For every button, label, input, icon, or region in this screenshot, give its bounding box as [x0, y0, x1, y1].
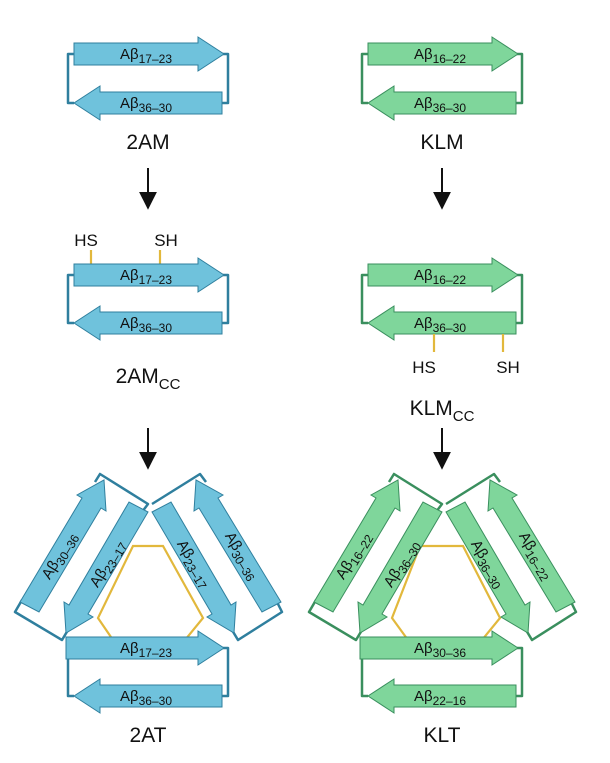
compound-label: KLMCC	[410, 397, 475, 425]
hairpin-loop	[13, 599, 70, 642]
hairpin-loop	[307, 599, 364, 642]
strand-prefix: Aβ	[414, 46, 433, 63]
compound-label: KLT	[424, 724, 461, 747]
strand-residues: 17–23	[139, 646, 173, 660]
compound-label-main: KLM	[410, 397, 453, 420]
hairpin-loop	[230, 599, 284, 642]
macrocycle-2amcc: Aβ17–23 Aβ36–30 HS SH	[66, 231, 230, 341]
strand-prefix: Aβ	[120, 95, 139, 112]
hairpin-loop	[524, 599, 578, 642]
strand-prefix: Aβ	[414, 640, 433, 657]
strand-prefix: Aβ	[120, 688, 139, 705]
beta-strand-arrow	[487, 479, 576, 613]
beta-strand-arrow	[313, 479, 401, 613]
beta-strand-arrow	[73, 305, 223, 341]
compound-label-subscript: CC	[453, 408, 475, 425]
hairpin-loop	[360, 52, 368, 105]
strand-prefix: Aβ	[120, 640, 139, 657]
strand-label: Aβ17–23	[120, 267, 172, 287]
compound-label: KLM	[420, 131, 463, 154]
thiol-label: HS	[412, 358, 436, 377]
strand-label: Aβ30–36	[414, 640, 466, 660]
beta-strand-arrow	[73, 257, 225, 293]
hairpin-loop	[445, 472, 501, 506]
beta-strand-arrow	[445, 501, 531, 634]
compound-label-subscript: CC	[159, 376, 181, 393]
strand-prefix: Aβ	[120, 267, 139, 284]
strand-residues: 17–23	[139, 52, 173, 66]
strand-prefix: Aβ	[120, 46, 139, 63]
beta-strand-arrow	[73, 678, 223, 714]
compound-label: 2AM	[126, 131, 169, 154]
strand-label: Aβ30–36	[219, 529, 263, 584]
strand-prefix: Aβ	[414, 95, 433, 112]
compound-label-main: 2AM	[116, 365, 159, 388]
trimer-2at: Aβ30–36 Aβ23–17 Aβ23–17 Aβ30–36 Aβ17–23 …	[13, 472, 284, 714]
strand-prefix: Aβ	[414, 315, 433, 332]
compound-label: 2AMCC	[116, 365, 181, 393]
strand-residues: 36–30	[139, 694, 173, 708]
beta-strand-arrow	[63, 501, 149, 634]
hairpin-loop	[360, 273, 368, 325]
strand-residues: 22–16	[433, 694, 467, 708]
compound-label: 2AT	[130, 724, 167, 747]
thiol-label: SH	[154, 231, 178, 250]
strand-label: Aβ22–16	[414, 688, 466, 708]
strand-label: Aβ17–23	[120, 46, 172, 66]
beta-strand-arrow	[367, 305, 517, 341]
strand-prefix: Aβ	[414, 267, 433, 284]
macrocycle-klm: Aβ16–22 Aβ36–30	[360, 36, 524, 121]
strand-residues: 36–30	[139, 101, 173, 115]
hairpin-loop	[66, 273, 74, 325]
strand-residues: 36–30	[433, 321, 467, 335]
strand-label: Aβ36–30	[414, 315, 466, 335]
strand-label: Aβ16–22	[513, 529, 557, 584]
strand-label: Aβ36–30	[465, 537, 509, 592]
strand-residues: 16–22	[433, 273, 467, 287]
strand-label: Aβ36–30	[120, 95, 172, 115]
beta-strand-arrow	[193, 479, 282, 613]
strand-prefix: Aβ	[120, 315, 139, 332]
strand-prefix: Aβ	[414, 688, 433, 705]
strand-label: Aβ36–30	[120, 688, 172, 708]
beta-strand-arrow	[73, 85, 223, 121]
beta-strand-arrow	[65, 630, 225, 666]
macrocycle-2am: Aβ17–23 Aβ36–30	[66, 36, 230, 121]
strand-label: Aβ36–30	[120, 315, 172, 335]
beta-strand-arrow	[151, 501, 237, 634]
hairpin-loop	[387, 472, 444, 513]
macrocycle-klmcc: Aβ16–22 Aβ36–30 HS SH	[360, 257, 524, 377]
hairpin-loop	[93, 472, 150, 513]
strand-label: Aβ17–23	[120, 640, 172, 660]
strand-residues: 30–36	[433, 646, 467, 660]
strand-label: Aβ36–30	[414, 95, 466, 115]
beta-strand-arrow	[367, 36, 519, 72]
strand-residues: 16–22	[433, 52, 467, 66]
strand-residues: 36–30	[139, 321, 173, 335]
beta-strand-arrow	[359, 630, 519, 666]
thiol-label: HS	[74, 231, 98, 250]
strand-label: Aβ16–22	[414, 46, 466, 66]
beta-strand-arrow	[19, 479, 107, 613]
beta-strand-arrow	[367, 85, 517, 121]
beta-strand-arrow	[367, 257, 519, 293]
trimer-klt: Aβ16–22 Aβ36–30 Aβ36–30 Aβ16–22 Aβ30–36 …	[307, 472, 578, 714]
beta-strand-arrow	[73, 36, 225, 72]
strand-label: Aβ23–17	[171, 537, 215, 592]
hairpin-loop	[151, 472, 207, 506]
strand-label: Aβ16–22	[414, 267, 466, 287]
thiol-label: SH	[496, 358, 520, 377]
strand-residues: 17–23	[139, 273, 173, 287]
hairpin-loop	[66, 52, 74, 105]
beta-strand-arrow	[357, 501, 443, 634]
strand-residues: 36–30	[433, 101, 467, 115]
beta-strand-arrow	[367, 678, 517, 714]
